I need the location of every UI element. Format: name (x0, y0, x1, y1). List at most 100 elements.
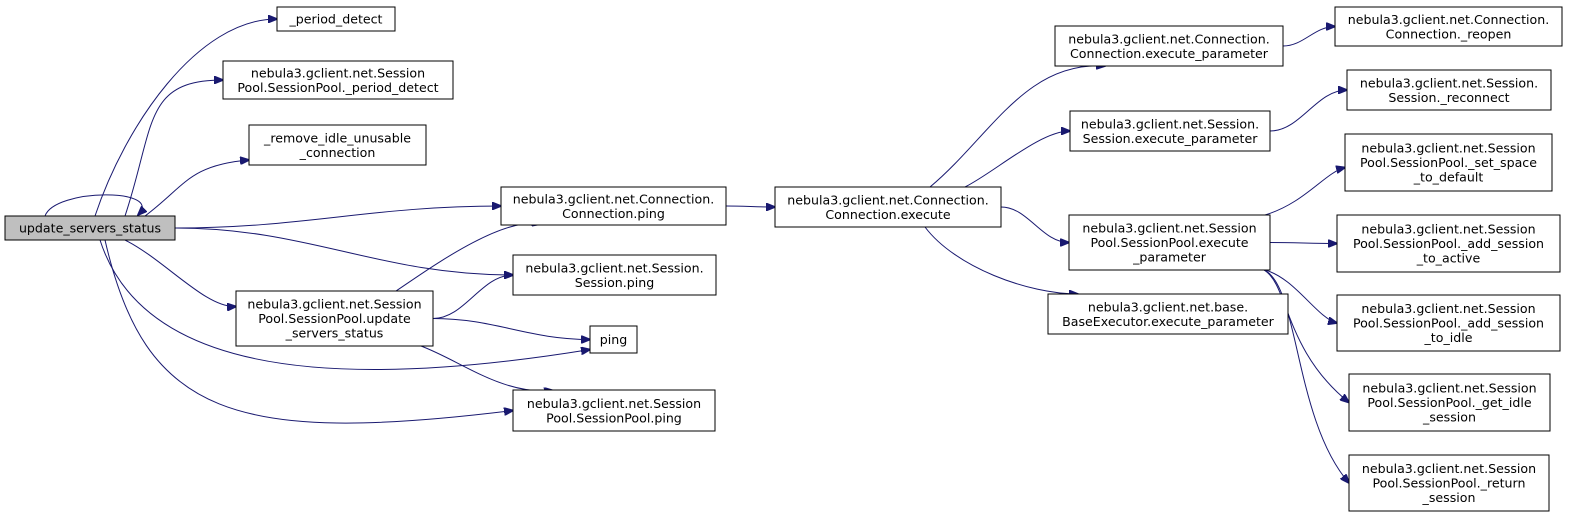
node-label-line: Pool.SessionPool._set_space (1360, 155, 1537, 170)
node-label-line: nebula3.gclient.net.Session (1361, 222, 1535, 237)
node-sess-ping[interactable]: nebula3.gclient.net.Session.Session.ping (512, 254, 717, 296)
node-sp-get-idle[interactable]: nebula3.gclient.net.SessionPool.SessionP… (1348, 373, 1551, 432)
node-box (512, 389, 716, 432)
node-label-line: nebula3.gclient.net.Session (247, 297, 421, 312)
node-box (1336, 294, 1561, 352)
edge-sp-exec-param-to-sp-set-space (1264, 168, 1345, 216)
edge-update-servers-status-to-update-servers-status (44, 194, 142, 216)
edge-conn-execute-to-sess-exec-param (964, 131, 1070, 188)
node-label-line: Session.execute_parameter (1083, 131, 1259, 146)
node-label-line: Pool.SessionPool._add_session (1353, 316, 1544, 331)
node-label-line: nebula3.gclient.net.Session (1362, 381, 1536, 396)
edges-layer (44, 19, 1349, 483)
edge-sess-exec-param-to-sess-reconnect (1269, 90, 1347, 132)
node-sp-set-space[interactable]: nebula3.gclient.net.SessionPool.SessionP… (1344, 133, 1553, 192)
node-label-line: update_servers_status (19, 221, 161, 236)
node-label-line: _parameter (1132, 250, 1207, 265)
node-base-exec-param[interactable]: nebula3.gclient.net.base.BaseExecutor.ex… (1047, 293, 1289, 335)
node-label-line: nebula3.gclient.net.Connection. (513, 191, 714, 206)
node-box (1348, 373, 1551, 432)
edge-sp-exec-param-to-sp-get-idle (1263, 269, 1349, 403)
node-box (222, 60, 454, 100)
node-label-line: _to_idle (1424, 330, 1473, 345)
node-label-line: nebula3.gclient.net.Session. (1360, 75, 1538, 90)
node-label-line: nebula3.gclient.net.base. (1088, 299, 1248, 314)
node-label-line: Pool.SessionPool._period_detect (237, 80, 438, 95)
node-box (4, 215, 176, 241)
node-box (512, 254, 717, 296)
node-box (276, 6, 396, 32)
node-sp-exec-param[interactable]: nebula3.gclient.net.SessionPool.SessionP… (1068, 214, 1271, 271)
node-box (1346, 69, 1552, 111)
edge-update-servers-status-to-sp-ping (104, 239, 513, 424)
node-label-line: ping (600, 332, 627, 347)
edge-update-servers-status-to-remove-idle (144, 160, 249, 217)
node-sp-return[interactable]: nebula3.gclient.net.SessionPool.SessionP… (1348, 454, 1550, 512)
edge-conn-execute-to-conn-exec-param (929, 66, 1105, 188)
node-conn-reopen[interactable]: nebula3.gclient.net.Connection.Connectio… (1334, 6, 1563, 47)
node-conn-ping[interactable]: nebula3.gclient.net.Connection.Connectio… (500, 186, 727, 226)
node-box (1068, 214, 1271, 271)
node-sp-update[interactable]: nebula3.gclient.net.SessionPool.SessionP… (235, 290, 434, 347)
node-sp-add-idle[interactable]: nebula3.gclient.net.SessionPool.SessionP… (1336, 294, 1561, 352)
node-label-line: nebula3.gclient.net.Connection. (787, 192, 988, 207)
node-remove-idle[interactable]: _remove_idle_unusable_connection (248, 124, 427, 166)
node-label-line: nebula3.gclient.net.Session. (525, 260, 703, 275)
node-label-line: Pool.SessionPool._add_session (1353, 236, 1544, 251)
node-label-line: _to_default (1413, 170, 1484, 185)
node-box (1336, 214, 1561, 273)
node-box (248, 124, 427, 166)
node-sp-period-detect[interactable]: nebula3.gclient.net.SessionPool.SessionP… (222, 60, 454, 100)
node-label-line: Session.ping (575, 275, 655, 290)
node-box (1344, 133, 1553, 192)
node-label-line: Connection.execute_parameter (1070, 46, 1269, 61)
node-label-line: _to_active (1416, 251, 1481, 266)
node-sp-ping[interactable]: nebula3.gclient.net.SessionPool.SessionP… (512, 389, 716, 432)
edge-update-servers-status-to-sess-ping (174, 227, 513, 275)
node-ping[interactable]: ping (589, 325, 638, 354)
node-sp-add-active[interactable]: nebula3.gclient.net.SessionPool.SessionP… (1336, 214, 1561, 273)
edge-conn-execute-to-sp-exec-param (1000, 206, 1069, 243)
node-box (235, 290, 434, 347)
node-label-line: nebula3.gclient.net.Session (251, 65, 425, 80)
node-label-line: Connection.execute (825, 207, 950, 222)
edge-update-servers-status-to-conn-ping (174, 206, 501, 229)
edge-sp-update-to-sp-ping (420, 345, 553, 391)
node-label-line: Session._reconnect (1388, 90, 1509, 105)
node-box (774, 186, 1002, 228)
node-sess-reconnect[interactable]: nebula3.gclient.net.Session.Session._rec… (1346, 69, 1552, 111)
edge-sp-exec-param-to-sp-add-idle (1264, 269, 1337, 323)
node-label-line: _servers_status (285, 326, 384, 341)
node-label-line: nebula3.gclient.net.Session (1362, 461, 1536, 476)
edge-update-servers-status-to-sp-update (124, 239, 236, 307)
node-label-line: nebula3.gclient.net.Session (1361, 301, 1535, 316)
node-box (1348, 454, 1550, 512)
node-label-line: _connection (299, 145, 376, 160)
edge-sp-exec-param-to-sp-add-active (1269, 243, 1337, 244)
node-box (1047, 293, 1289, 335)
edge-update-servers-status-to-sp-period-detect (124, 80, 223, 217)
edge-conn-execute-to-base-exec-param (924, 226, 1078, 294)
edge-sp-update-to-ping (432, 318, 590, 340)
edge-update-servers-status-to-period-detect (94, 19, 277, 217)
node-label-line: _remove_idle_unusable (263, 130, 411, 145)
node-label-line: Pool.SessionPool.ping (546, 410, 682, 425)
nodes-layer: update_servers_status_period_detectnebul… (4, 6, 1563, 512)
node-box (589, 325, 638, 354)
node-label-line: _session (1422, 410, 1476, 425)
node-label-line: nebula3.gclient.net.Connection. (1068, 31, 1269, 46)
node-label-line: Pool.SessionPool.update (258, 311, 411, 326)
node-update-servers-status[interactable]: update_servers_status (4, 215, 176, 241)
node-conn-exec-param[interactable]: nebula3.gclient.net.Connection.Connectio… (1054, 25, 1284, 67)
node-period-detect[interactable]: _period_detect (276, 6, 396, 32)
node-label-line: nebula3.gclient.net.Connection. (1348, 12, 1549, 27)
node-conn-execute[interactable]: nebula3.gclient.net.Connection.Connectio… (774, 186, 1002, 228)
node-label-line: _session (1422, 490, 1476, 505)
edge-update-servers-status-to-ping (99, 239, 590, 371)
node-label-line: nebula3.gclient.net.Session. (1081, 116, 1259, 131)
node-label-line: Pool.SessionPool._return (1373, 476, 1526, 491)
node-label-line: _period_detect (288, 12, 382, 27)
node-sess-exec-param[interactable]: nebula3.gclient.net.Session.Session.exec… (1069, 110, 1271, 152)
node-box (1069, 110, 1271, 152)
